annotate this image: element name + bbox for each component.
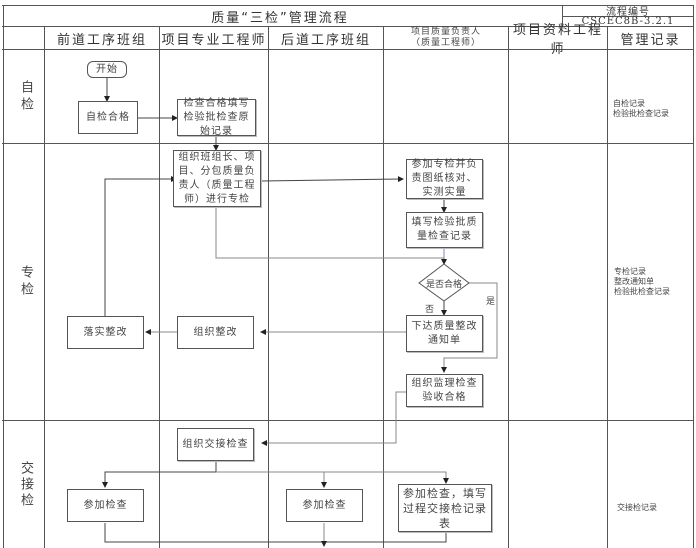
edge-handover-split	[102, 461, 217, 488]
phase-label-special-check-text: 专检	[18, 265, 33, 299]
node-supervisor-acceptance: 组织监理检查验收合格	[406, 374, 483, 407]
phase-label-handover-check-text: 交接检	[18, 460, 33, 509]
column-header-prev-team: 前道工序班组	[56, 32, 147, 48]
process-number: CSCEC8B-3.2.1	[581, 15, 675, 27]
node-organize-special-check: 组织班组长、项目、分包质量负责人（质量工程师）进行专检	[173, 150, 261, 207]
phase-label-self-check: 自检	[12, 50, 38, 143]
phase-label-special-check: 专检	[12, 144, 38, 420]
node-self-check-pass: 自检合格	[78, 101, 138, 134]
node-organize-rectification: 组织整改	[177, 316, 254, 349]
records-self-check: 自检记录 检验批检查记录	[613, 99, 669, 118]
edge-handover-to-quality	[324, 471, 449, 484]
col-divider-4	[508, 26, 509, 548]
column-header-quality-lead-title: 项目质量负责人	[410, 27, 481, 37]
records-special-check: 专检记录 整改通知单 检验批检查记录	[614, 267, 670, 296]
col-divider-3	[383, 26, 384, 548]
phase-label-self-check-text: 自检	[18, 79, 33, 114]
node-issue-rectification: 下达质量整改通知单	[406, 315, 483, 352]
edge-organize-to-join-special	[261, 176, 404, 183]
column-header-project-engineer: 项目专业工程师	[161, 32, 267, 48]
border-top	[2, 5, 694, 6]
column-header-quality-lead-subtitle: （质量工程师）	[410, 38, 481, 48]
column-header-document-engineer: 项目资料工程师	[512, 23, 603, 57]
start-node: 开始	[87, 61, 127, 78]
edge-acceptance-to-handover	[261, 391, 406, 446]
node-fill-quality-record: 填写检验批质量检查记录	[406, 212, 483, 248]
col-divider-1	[159, 26, 160, 548]
col-divider-2	[268, 26, 269, 548]
records-handover-check: 交接检记录	[617, 503, 657, 512]
code-left-divider	[562, 5, 563, 26]
edge-handover-to-next	[216, 471, 327, 488]
node-organize-handover: 组织交接检查	[177, 428, 254, 461]
edge-quality-check-to-end	[324, 532, 447, 543]
col-divider-0	[44, 26, 45, 548]
column-header-records: 管理记录	[620, 32, 681, 48]
phase-divider-2	[2, 420, 694, 421]
edge-label-no: 否	[425, 305, 435, 315]
code-divider	[562, 16, 694, 17]
header-row-divider	[2, 49, 694, 50]
edge-implement-to-organize-special	[104, 176, 177, 316]
title-row-divider	[2, 26, 694, 27]
node-join-check-fill-record: 参加检查，填写过程交接检记录表	[398, 484, 492, 532]
col-divider-5	[607, 26, 608, 548]
border-right	[693, 5, 694, 548]
process-number-label: 流程编号	[606, 7, 650, 18]
node-implement-rectification: 落实整改	[67, 316, 144, 349]
node-fill-inspection-record: 检查合格填写检验批检查原始记录	[177, 98, 256, 137]
page-title: 质量“三检”管理流程	[211, 10, 349, 26]
edge-prev-check-to-end	[104, 523, 324, 543]
node-join-special-check: 参加专检并负责图纸核对、实测实量	[406, 159, 483, 199]
node-join-check-prev: 参加检查	[67, 489, 144, 522]
phase-divider-1	[2, 143, 694, 144]
column-header-quality-lead: 项目质量负责人 （质量工程师）	[384, 27, 508, 49]
node-join-check-next: 参加检查	[286, 489, 363, 522]
edge-label-yes: 是	[486, 297, 496, 307]
column-header-next-team: 后道工序班组	[280, 32, 371, 48]
phase-label-handover-check: 交接检	[12, 421, 38, 548]
border-left	[3, 5, 4, 548]
decision-node: 是否合格	[425, 279, 462, 290]
